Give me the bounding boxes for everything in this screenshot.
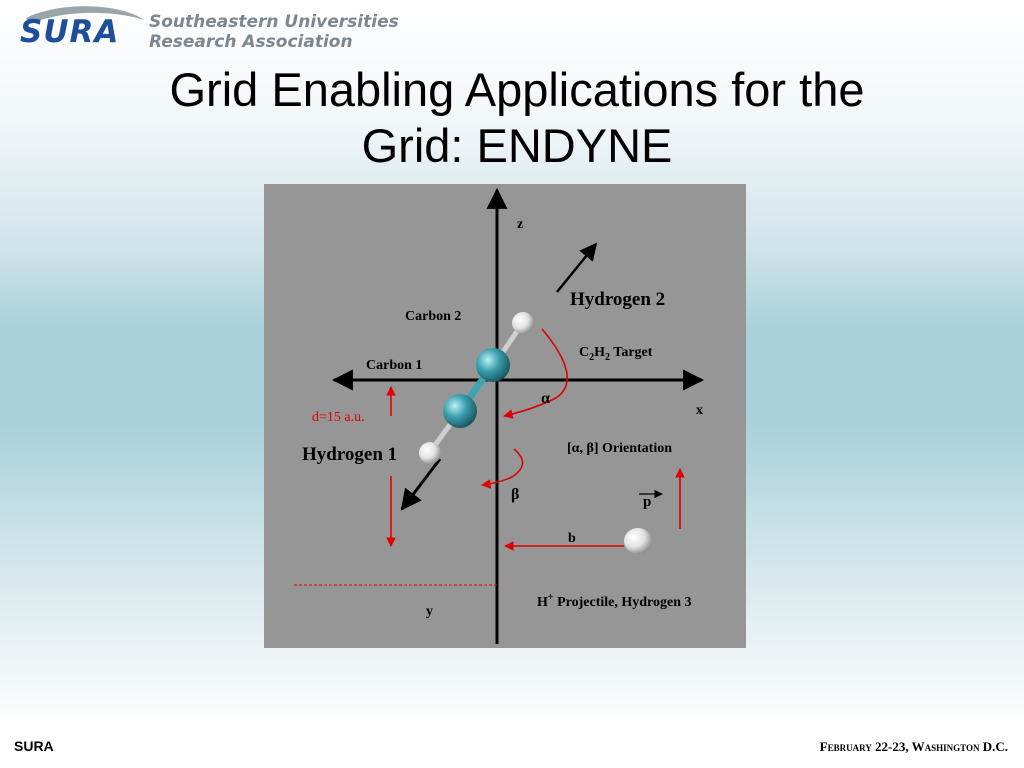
hydrogen1-atom	[419, 442, 441, 464]
logo-name-line1: Southeastern Universities	[149, 12, 399, 32]
y-axis-label: y	[426, 604, 433, 619]
logo-organization-name: Southeastern Universities Research Assoc…	[149, 12, 399, 52]
beta-label: β	[511, 486, 519, 503]
orientation-label: [α, β] Orientation	[567, 441, 672, 456]
hydrogen1-label: Hydrogen 1	[302, 444, 397, 465]
logo-swoosh-icon	[26, 6, 144, 24]
target-label-sub2: 2	[605, 352, 610, 363]
target-label: C2H2 Target	[579, 345, 653, 363]
carbon2-atom	[476, 348, 510, 382]
target-label-word: Target	[610, 345, 653, 360]
slide-title-line2: Grid: ENDYNE	[361, 119, 673, 172]
projectile-label-h: H	[537, 595, 548, 610]
projectile-label: H+ Projectile, Hydrogen 3	[537, 592, 692, 610]
carbon1-atom	[443, 394, 477, 428]
sura-logo: SURA Southeastern Universities Research …	[18, 4, 399, 52]
slide-title-line1: Grid Enabling Applications for the	[169, 63, 865, 116]
footer-organization: SURA	[14, 738, 54, 754]
direction-arrow	[556, 242, 598, 293]
projectile-label-plus: +	[548, 592, 554, 603]
endyne-diagram: z x y Hydrogen 2 Carbon 2 Carbon 1 C2H2 …	[264, 184, 746, 648]
beta-rotation-arrow	[481, 448, 524, 489]
y-axis	[400, 458, 442, 511]
carbon2-label: Carbon 2	[405, 309, 461, 324]
projectile-hydrogen3-atom	[624, 528, 652, 554]
footer-date-location: February 22-23, Washington D.C.	[819, 739, 1008, 754]
logo-name-line2: Research Association	[149, 32, 353, 52]
projectile-label-rest: Projectile, Hydrogen 3	[554, 595, 692, 610]
alpha-label: α	[541, 390, 550, 407]
x-axis-label: x	[696, 403, 703, 418]
hydrogen2-label: Hydrogen 2	[570, 289, 665, 310]
z-axis-label: z	[517, 217, 523, 232]
slide-title: Grid Enabling Applications for the Grid:…	[0, 62, 1024, 174]
momentum-label: p	[643, 494, 651, 510]
distance-label: d=15 a.u.	[312, 410, 365, 425]
target-label-c: C	[579, 345, 589, 360]
logo-mark-text: SURA	[20, 14, 120, 50]
acetylene-molecule	[419, 312, 534, 464]
alpha-rotation-arrow	[503, 328, 568, 419]
hydrogen2-atom	[512, 312, 534, 334]
carbon1-label: Carbon 1	[366, 358, 422, 373]
target-label-sub1: 2	[589, 352, 594, 363]
target-label-h: H	[594, 345, 605, 360]
impact-parameter-label: b	[568, 531, 576, 546]
